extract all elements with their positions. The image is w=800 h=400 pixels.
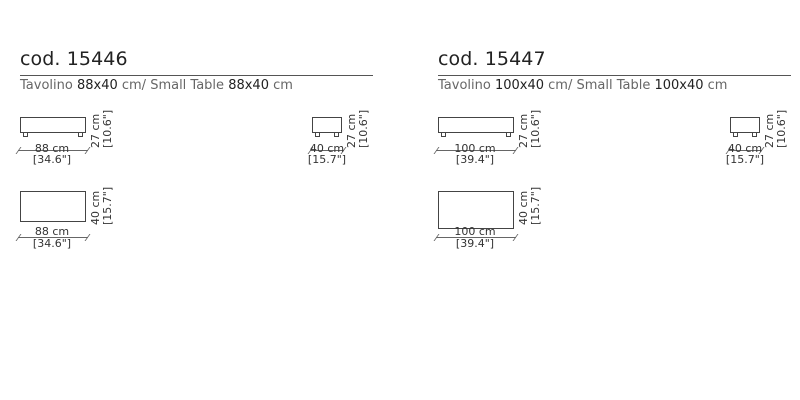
front-height-in: [10.6"] bbox=[101, 109, 114, 148]
front-width-cm: 100 cm bbox=[454, 142, 496, 155]
top-view-table-shape bbox=[438, 191, 514, 229]
side-view-table-shape bbox=[730, 117, 760, 133]
side-view-table-shape bbox=[312, 117, 342, 133]
side-leg-left bbox=[733, 133, 738, 137]
side-height-in: [10.6"] bbox=[775, 109, 788, 148]
product-panel-15447: cod. 15447 Tavolino 100x40 cm/ Small Tab… bbox=[436, 48, 798, 288]
top-width-cm: 100 cm bbox=[454, 225, 496, 238]
title-rule bbox=[20, 75, 373, 76]
front-width-cm: 88 cm bbox=[34, 142, 70, 155]
side-depth-in: [15.7"] bbox=[307, 153, 347, 166]
front-width-in: [34.6"] bbox=[32, 153, 72, 166]
side-leg-left bbox=[315, 133, 320, 137]
front-width-dimension-line bbox=[18, 150, 88, 151]
top-width-cm: 88 cm bbox=[34, 225, 70, 238]
side-leg-right bbox=[752, 133, 757, 137]
front-view-table-shape bbox=[20, 117, 86, 133]
front-height-in: [10.6"] bbox=[529, 109, 542, 148]
side-depth-in: [15.7"] bbox=[725, 153, 765, 166]
top-width-dimension-line bbox=[436, 237, 516, 238]
front-view-table-shape bbox=[438, 117, 514, 133]
table-leg-left bbox=[441, 133, 446, 137]
top-width-dimension-line bbox=[18, 237, 88, 238]
product-code: cod. 15447 bbox=[438, 48, 546, 70]
top-depth-in: [15.7"] bbox=[529, 186, 542, 225]
title-rule bbox=[438, 75, 791, 76]
table-leg-right bbox=[78, 133, 83, 137]
table-leg-left bbox=[23, 133, 28, 137]
product-subtitle: Tavolino 100x40 cm/ Small Table 100x40 c… bbox=[438, 78, 728, 93]
side-height-in: [10.6"] bbox=[357, 109, 370, 148]
side-depth-cm: 40 cm bbox=[309, 142, 345, 155]
product-subtitle: Tavolino 88x40 cm/ Small Table 88x40 cm bbox=[20, 78, 293, 93]
top-depth-in: [15.7"] bbox=[101, 186, 114, 225]
side-depth-cm: 40 cm bbox=[727, 142, 763, 155]
side-leg-right bbox=[334, 133, 339, 137]
top-view-table-shape bbox=[20, 191, 86, 222]
front-width-in: [39.4"] bbox=[455, 153, 495, 166]
top-width-in: [34.6"] bbox=[32, 237, 72, 250]
table-leg-right bbox=[506, 133, 511, 137]
front-width-dimension-line bbox=[436, 150, 516, 151]
side-depth-dimension-line bbox=[728, 150, 762, 151]
product-panel-15446: cod. 15446 Tavolino 88x40 cm/ Small Tabl… bbox=[18, 48, 380, 288]
top-width-in: [39.4"] bbox=[455, 237, 495, 250]
product-code: cod. 15446 bbox=[20, 48, 128, 70]
side-depth-dimension-line bbox=[310, 150, 344, 151]
